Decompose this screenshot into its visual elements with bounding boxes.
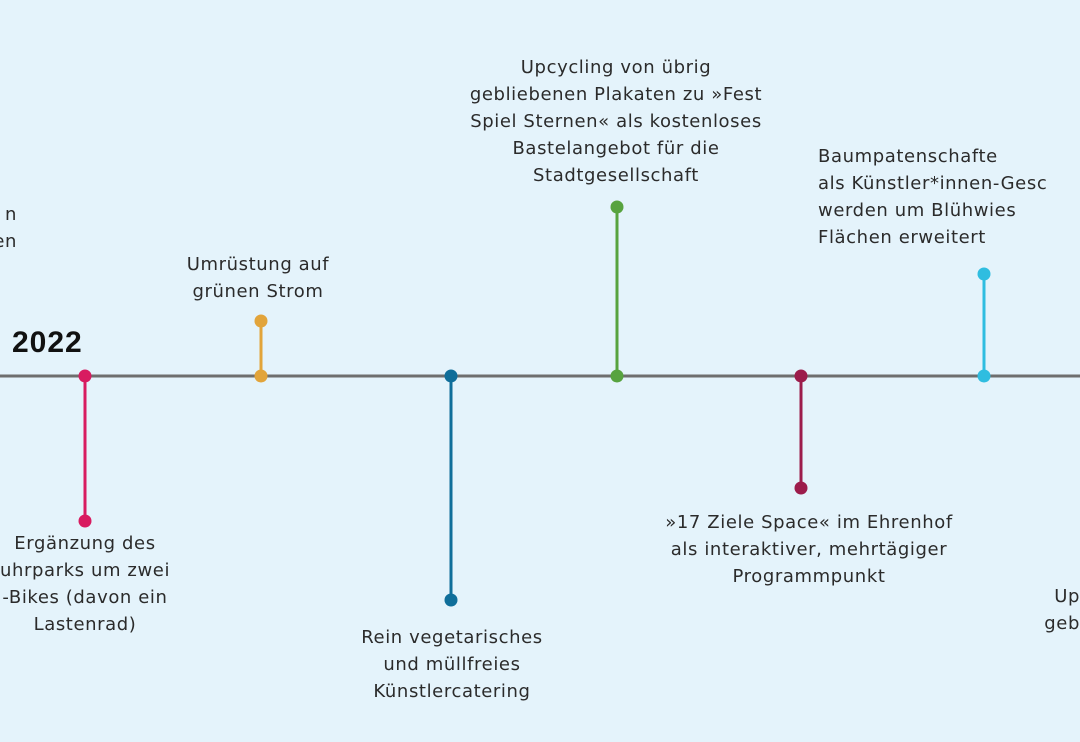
- year-label: 2022: [12, 326, 83, 359]
- milestone-dot-ziele-space-end: [794, 481, 808, 495]
- milestone-label-upcycling-plakate: Upcycling von übrig gebliebenen Plakaten…: [469, 57, 763, 186]
- milestone-dot-baumpatenschaften-axis: [977, 369, 991, 383]
- milestone-label-fuhrpark: Ergänzung des uhrparks um zwei -Bikes (d…: [0, 533, 171, 635]
- milestone-dot-catering-end: [444, 593, 458, 607]
- milestone-dot-catering-axis: [444, 369, 458, 383]
- milestone-label-baumpatenschaften: Baumpatenschafte als Künstler*innen-Gesc…: [818, 146, 1048, 248]
- milestone-label-ziele-space: »17 Ziele Space« im Ehrenhof als interak…: [665, 512, 953, 587]
- milestone-label-catering: Rein vegetarisches und müllfreies Künstl…: [361, 627, 543, 702]
- milestone-label-offscreen-left: n en: [0, 204, 17, 252]
- milestone-dot-baumpatenschaften-end: [977, 267, 991, 281]
- milestone-dot-fuhrpark-axis: [78, 369, 92, 383]
- milestone-dot-gruener-strom-end: [254, 314, 268, 328]
- milestone-dot-upcycling-plakate-axis: [610, 369, 624, 383]
- milestone-label-offscreen-right: Up geb: [1044, 586, 1080, 634]
- milestone-label-gruener-strom: Umrüstung auf grünen Strom: [186, 254, 330, 302]
- milestone-dot-ziele-space-axis: [794, 369, 808, 383]
- milestone-dot-fuhrpark-end: [78, 514, 92, 528]
- milestone-dot-gruener-strom-axis: [254, 369, 268, 383]
- milestone-dot-upcycling-plakate-end: [610, 200, 624, 214]
